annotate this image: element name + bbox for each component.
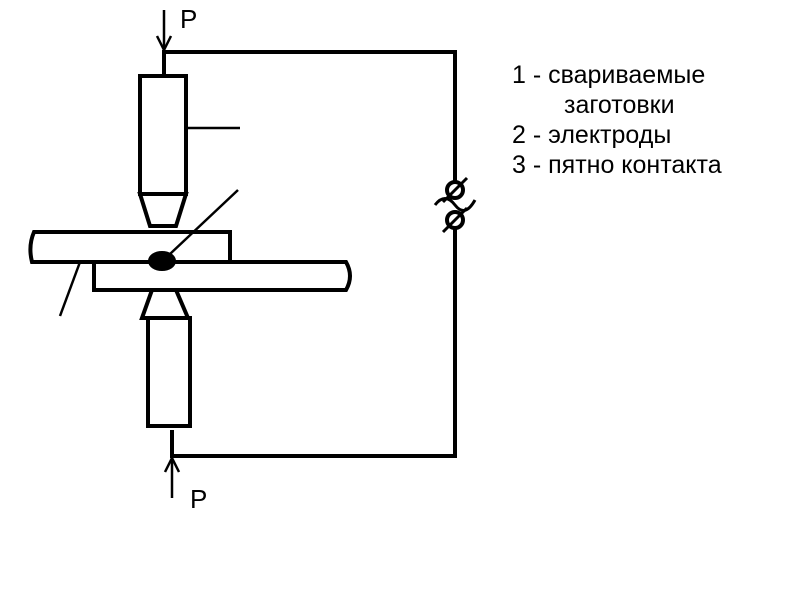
contact-spot-leader-line <box>169 189 239 255</box>
legend-item-1-continuation: заготовки <box>564 91 675 119</box>
bottom-force-label: P <box>190 484 207 514</box>
top-force-arrow <box>155 10 173 53</box>
legend-item-2: 2 - электроды <box>512 121 672 149</box>
upper-workpiece <box>28 230 232 264</box>
workpiece-leader-line <box>58 261 82 317</box>
legend-item-1: 1 - свариваемые <box>512 61 706 89</box>
circuit-wire <box>162 50 457 458</box>
lower-electrode <box>139 288 192 428</box>
lower-workpiece <box>92 260 352 292</box>
legend: 1 - свариваемые заготовки 2 - электроды … <box>512 60 722 180</box>
bottom-force-arrow <box>163 455 181 498</box>
legend-item-3: 3 - пятно контакта <box>512 151 722 179</box>
contact-spot <box>148 251 176 271</box>
power-source-symbol <box>433 170 477 236</box>
upper-electrode <box>137 74 189 228</box>
top-force-label: P <box>180 4 197 34</box>
